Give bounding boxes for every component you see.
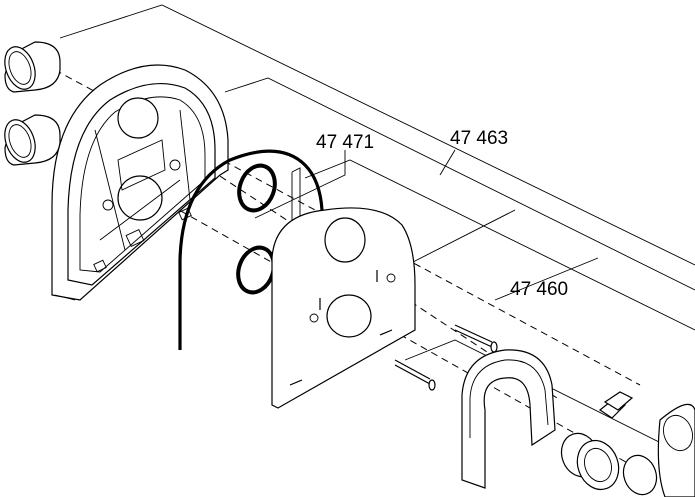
o-ring-upper (237, 163, 277, 213)
leader-47471 (254, 150, 346, 219)
screw-upper (454, 324, 498, 353)
screw-lower (394, 359, 436, 391)
mounting-frame (51, 64, 229, 301)
trim-arch (461, 349, 556, 489)
bracket-lines (59, 4, 695, 461)
label-47460: 47 460 (510, 279, 568, 300)
arch-seal (178, 149, 324, 350)
cartridge-parts (560, 391, 695, 497)
sleeve-upper (4, 41, 61, 93)
label-47463: 47 463 (450, 128, 508, 149)
label-47471: 47 471 (316, 132, 374, 153)
cover-plate (271, 207, 416, 409)
sleeve-lower (4, 114, 61, 166)
